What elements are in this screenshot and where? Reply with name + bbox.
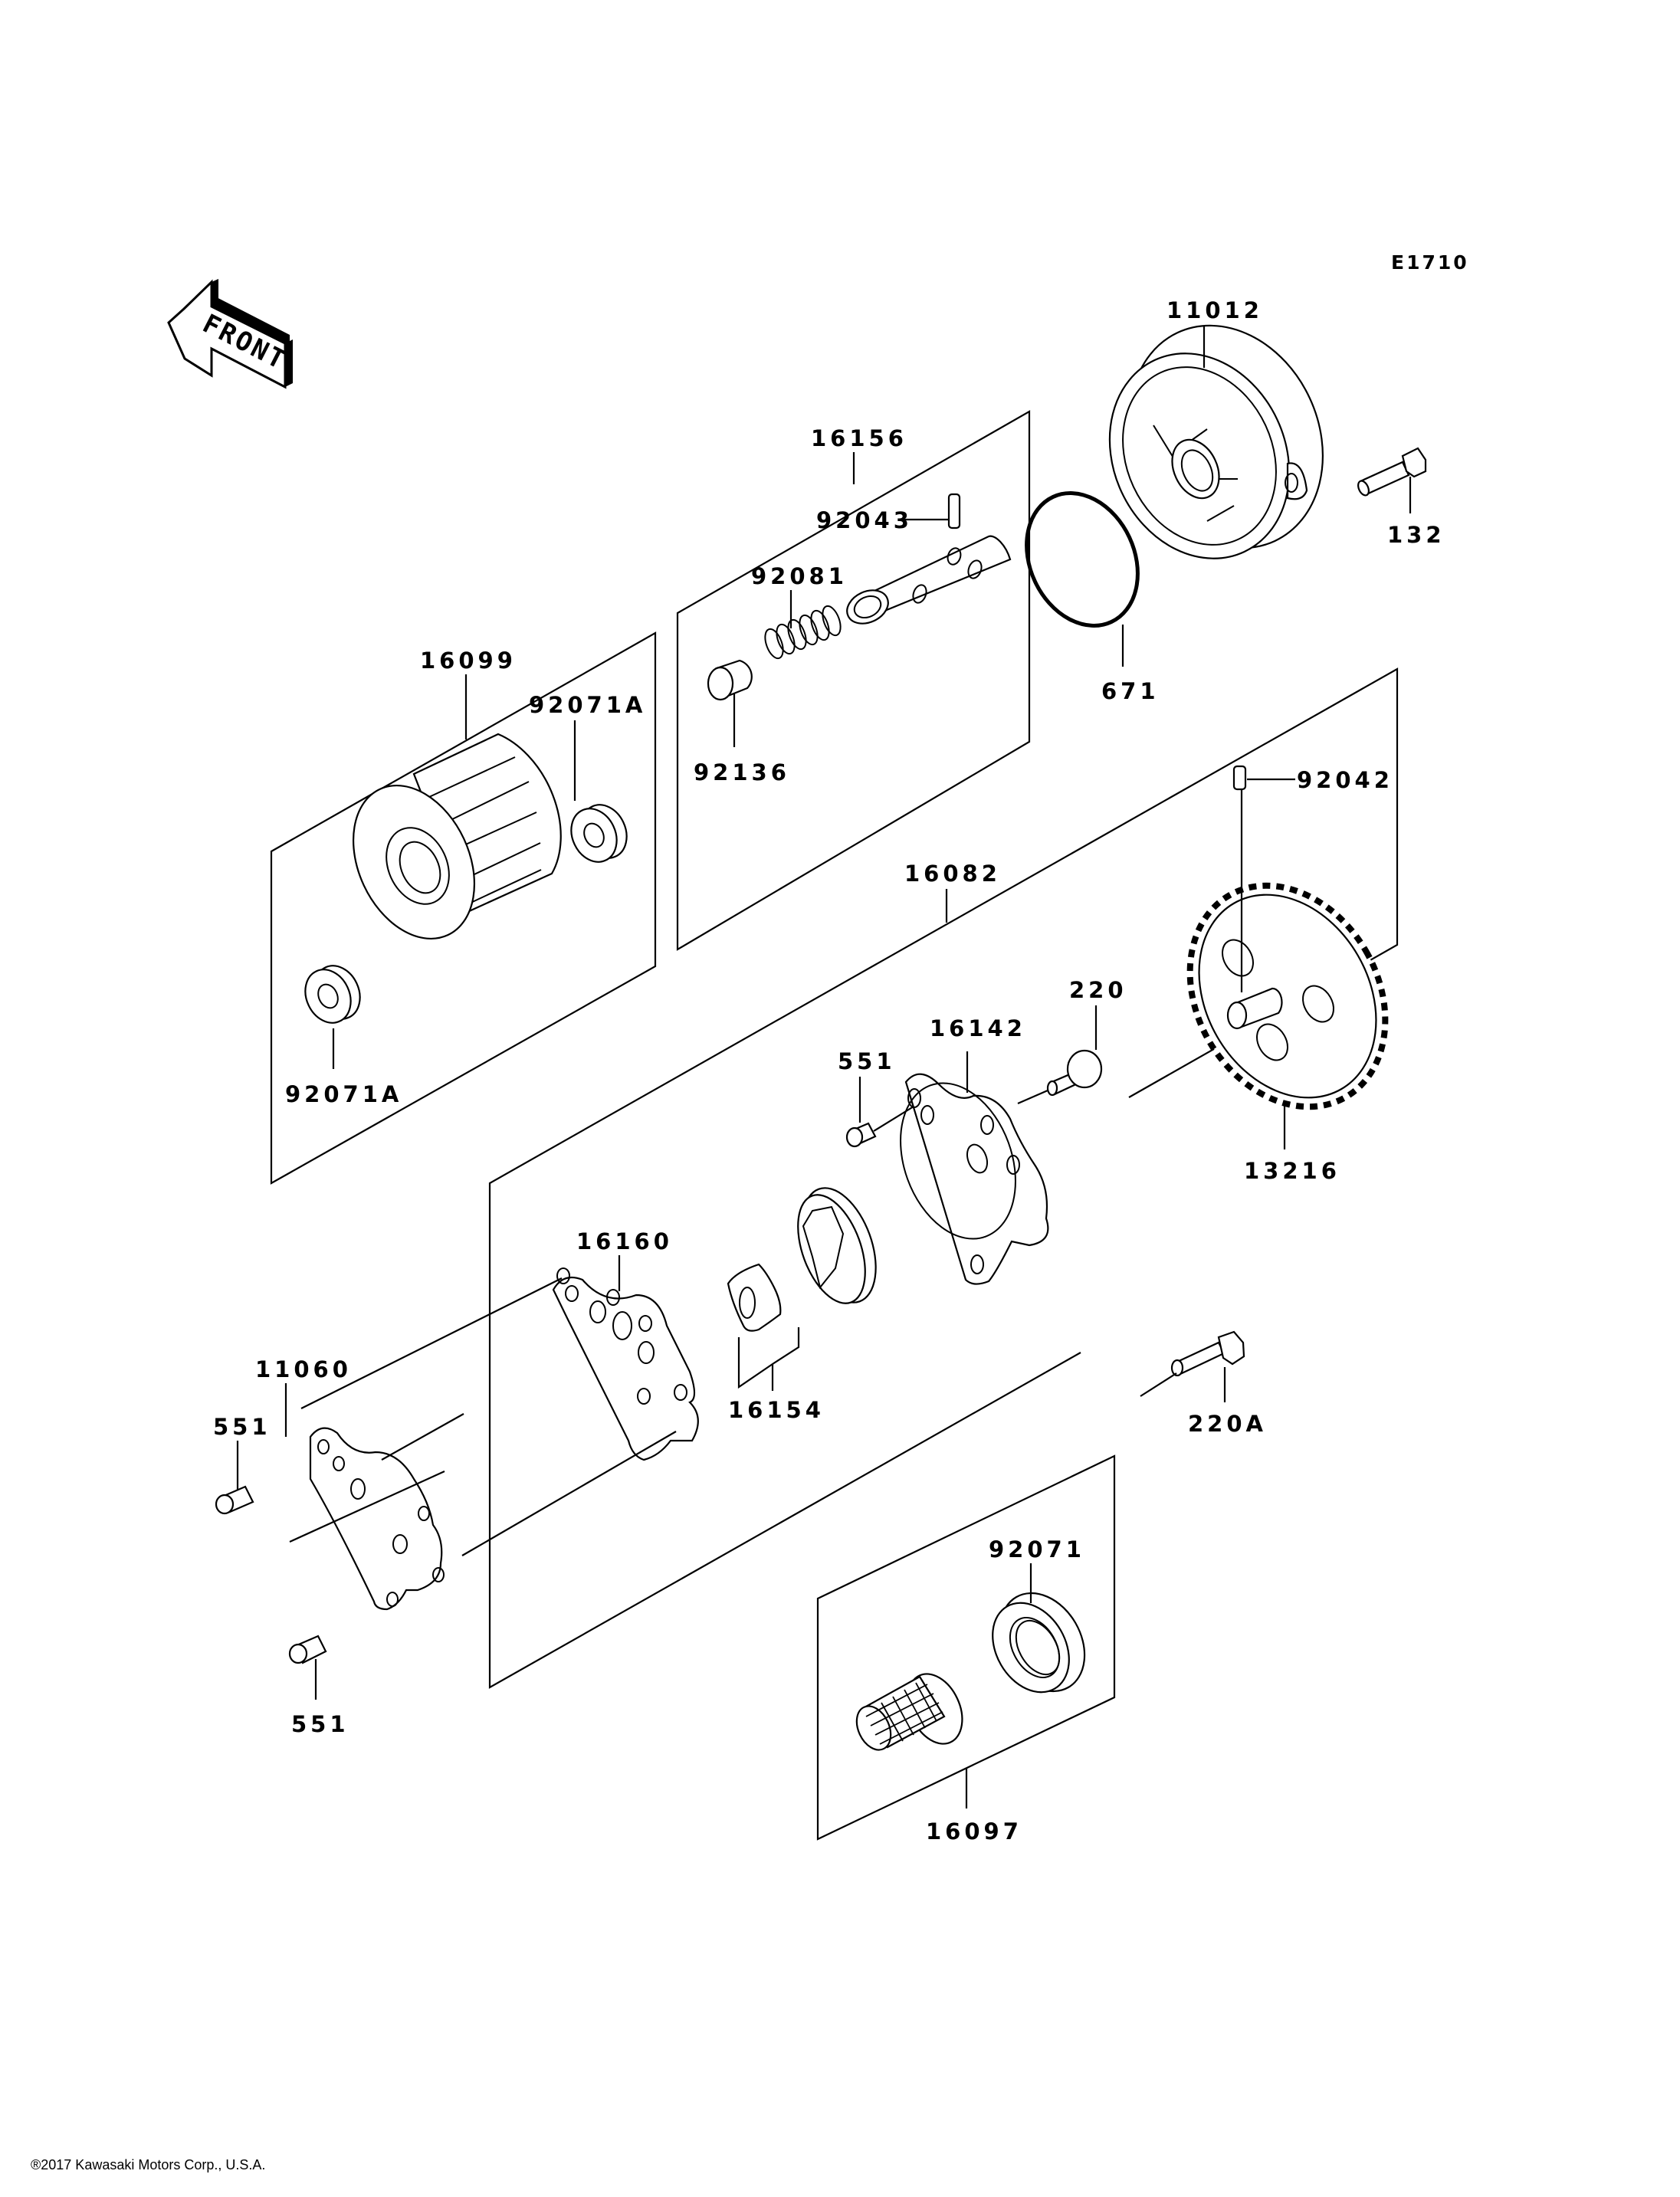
label-16156[interactable]: 16156 (811, 425, 907, 451)
label-16082[interactable]: 16082 (904, 861, 1001, 887)
label-92081[interactable]: 92081 (751, 563, 848, 589)
oil-strainer-icon (855, 1673, 963, 1751)
bolt-icon (1357, 447, 1427, 497)
dowel-pin-icon (215, 1485, 254, 1515)
label-16142[interactable]: 16142 (930, 1015, 1026, 1041)
label-16099[interactable]: 16099 (420, 648, 517, 674)
label-16160[interactable]: 16160 (576, 1228, 673, 1254)
oil-filter-icon (352, 733, 562, 940)
label-11060[interactable]: 11060 (255, 1356, 352, 1382)
label-13216[interactable]: 13216 (1244, 1158, 1340, 1184)
pump-plate-icon (552, 1267, 699, 1461)
gasket-icon (309, 1427, 445, 1611)
label-551-left[interactable]: 551 (213, 1414, 271, 1440)
group-box-16099 (270, 631, 657, 1185)
label-551-bottom[interactable]: 551 (291, 1711, 349, 1737)
o-ring-icon (1025, 491, 1140, 628)
label-671[interactable]: 671 (1101, 678, 1160, 704)
bolt-icon (1046, 1049, 1103, 1097)
gear-icon (1186, 882, 1389, 1110)
grommet-icon (570, 804, 628, 863)
copyright-notice: ®2017 Kawasaki Motors Corp., U.S.A. (31, 2157, 266, 2172)
front-arrow-icon: FRONT (167, 279, 293, 389)
dowel-pin-icon (288, 1635, 327, 1664)
grommet-icon (304, 965, 361, 1024)
spring-icon (764, 605, 842, 660)
relief-valve-icon (846, 535, 1012, 625)
group-box-16097 (816, 1454, 1116, 1841)
outer-rotor-icon (797, 1187, 877, 1304)
label-16097[interactable]: 16097 (926, 1818, 1022, 1844)
plug-icon (707, 659, 753, 701)
label-220A[interactable]: 220A (1188, 1411, 1267, 1437)
label-92071A-top[interactable]: 92071A (529, 692, 646, 718)
label-551-mid[interactable]: 551 (838, 1048, 896, 1074)
pump-cover-icon (1108, 324, 1324, 559)
label-92136[interactable]: 92136 (694, 759, 790, 785)
oil-seal-icon (992, 1592, 1086, 1694)
group-16082: 16082 92042 13216 220 (488, 667, 1399, 1689)
label-92043[interactable]: 92043 (816, 507, 913, 533)
group-box-16156 (676, 410, 1031, 951)
inner-rotor-icon (727, 1263, 782, 1332)
pin-icon (1232, 765, 1247, 791)
group-16156: 16156 92043 92081 (676, 410, 1031, 951)
pin-icon (947, 493, 961, 530)
label-92071A-bottom[interactable]: 92071A (285, 1081, 402, 1107)
label-132[interactable]: 132 (1387, 522, 1445, 548)
group-16097: 16097 92071 (816, 1454, 1116, 1844)
label-220[interactable]: 220 (1069, 977, 1127, 1003)
label-92042[interactable]: 92042 (1297, 767, 1393, 793)
bolt-icon (1170, 1330, 1245, 1377)
label-92071[interactable]: 92071 (989, 1536, 1085, 1562)
group-16099: 16099 92071A 92071A (270, 631, 657, 1185)
pump-body-icon (900, 1073, 1049, 1285)
diagram-code: E1710 (1391, 251, 1469, 274)
label-11012[interactable]: 11012 (1166, 297, 1263, 323)
dowel-pin-icon (845, 1122, 877, 1148)
label-16154[interactable]: 16154 (728, 1397, 825, 1423)
